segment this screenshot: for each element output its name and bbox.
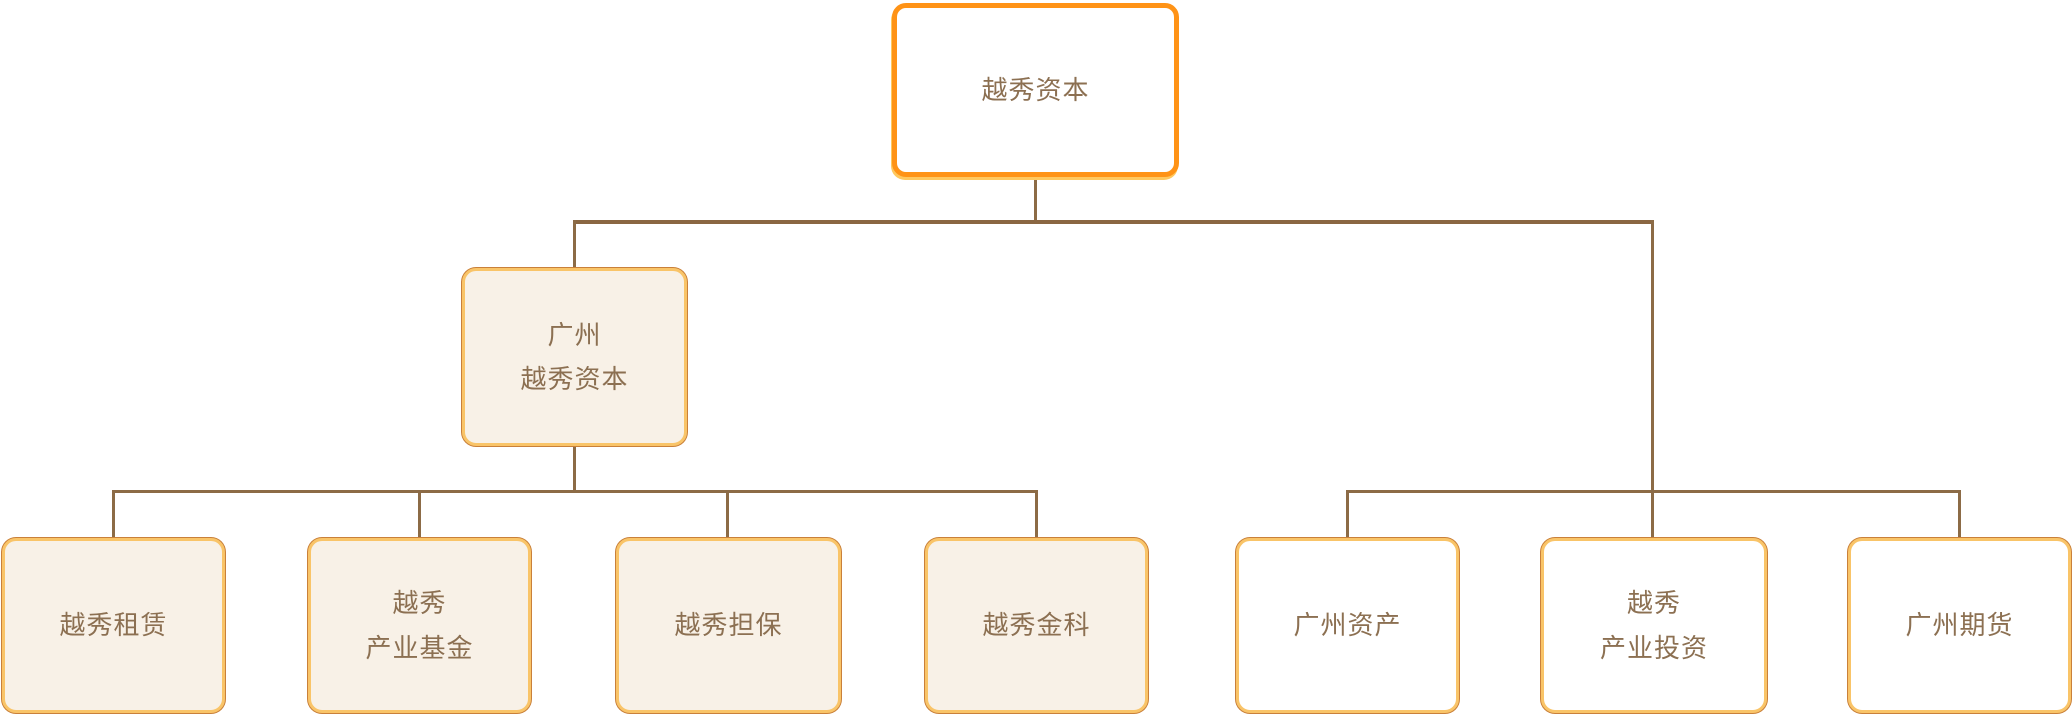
node-guangzhou-yuexiu-capital[interactable]: 广州 越秀资本 [462,268,687,446]
node-guangzhou-futures-label: 广州期货 [1905,610,2014,641]
connector-left-branch-down [573,220,576,268]
node-yuexiu-fintech[interactable]: 越秀金科 [925,538,1148,713]
node-guangzhou-yuexiu-capital-label: 广州 越秀资本 [520,319,629,394]
node-yuexiu-industrial-fund-label: 越秀 产业基金 [365,588,474,663]
connector-right-children-horizontal [1346,490,1960,493]
connector-root-down [1034,177,1037,224]
connector-child-7-down [1958,490,1961,540]
node-yuexiu-capital-label: 越秀资本 [981,74,1090,105]
connector-child-5-down [1346,490,1349,540]
node-yuexiu-fintech-label: 越秀金科 [982,610,1091,641]
connector-child-4-down [1035,490,1038,540]
connector-right-branch-down [1651,220,1654,540]
node-yuexiu-capital[interactable]: 越秀资本 [892,3,1179,177]
node-yuexiu-industrial-investment[interactable]: 越秀 产业投资 [1541,538,1767,713]
node-yuexiu-guarantee-label: 越秀担保 [674,610,783,641]
connector-child-2-down [418,490,421,540]
connector-child-1-down [112,490,115,540]
connector-level1-horizontal [573,220,1654,224]
connector-group-down [573,444,576,493]
connector-left-children-horizontal [112,490,1038,493]
node-yuexiu-leasing-label: 越秀租赁 [59,610,168,641]
node-guangzhou-futures[interactable]: 广州期货 [1848,538,2071,713]
node-yuexiu-industrial-fund[interactable]: 越秀 产业基金 [308,538,531,713]
node-yuexiu-leasing[interactable]: 越秀租赁 [2,538,225,713]
node-yuexiu-industrial-investment-label: 越秀 产业投资 [1599,588,1708,663]
node-guangzhou-asset-label: 广州资产 [1293,610,1402,641]
node-yuexiu-guarantee[interactable]: 越秀担保 [616,538,841,713]
connector-child-3-down [726,490,729,540]
node-guangzhou-asset[interactable]: 广州资产 [1236,538,1459,713]
